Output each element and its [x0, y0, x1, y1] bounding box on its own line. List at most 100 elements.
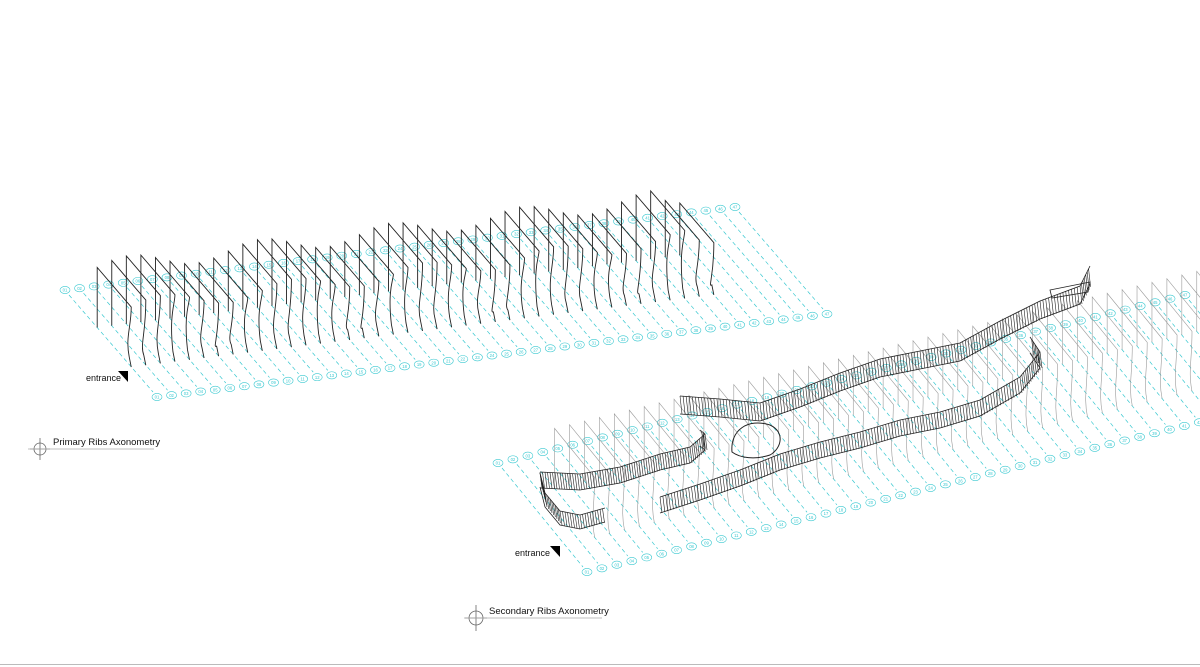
secondary-grid-bubble: 16	[805, 513, 817, 522]
secondary-mid-band	[965, 404, 969, 421]
svg-text:09: 09	[615, 431, 620, 436]
secondary-grid-line	[501, 467, 584, 568]
secondary-upper-band	[597, 470, 600, 487]
secondary-upper-band	[567, 473, 570, 490]
secondary-upper-band	[674, 450, 678, 467]
secondary-grid-bubble: 32	[1044, 454, 1056, 463]
secondary-top-band	[989, 326, 992, 345]
primary-rib	[431, 227, 467, 326]
secondary-grid-line	[636, 434, 718, 535]
secondary-top-band	[893, 356, 897, 375]
secondary-lower-band	[562, 511, 565, 526]
svg-text:19: 19	[325, 255, 330, 260]
svg-text:44: 44	[1138, 304, 1143, 309]
svg-text:08: 08	[600, 435, 605, 440]
secondary-top-band	[1056, 294, 1060, 313]
primary-rib	[140, 253, 176, 362]
secondary-grid-bubble: 13	[671, 415, 683, 424]
primary-grid-bubble: 30	[574, 340, 585, 349]
svg-text:21: 21	[883, 497, 888, 502]
secondary-mid-band	[928, 414, 931, 431]
svg-text:01: 01	[63, 288, 68, 293]
primary-rib	[490, 217, 525, 319]
secondary-mid-band	[1001, 387, 1004, 404]
primary-grid-bubble: 38	[690, 326, 702, 335]
secondary-grid-bubble: 03	[611, 560, 623, 569]
page-bottom-rule	[0, 664, 1200, 665]
secondary-grid-line	[1054, 332, 1136, 433]
secondary-top-band	[899, 354, 903, 374]
primary-rib	[213, 256, 249, 353]
secondary-top-band	[931, 348, 934, 367]
svg-text:25: 25	[412, 244, 417, 249]
svg-text:03: 03	[526, 453, 531, 458]
secondary-mid-band	[916, 416, 920, 433]
secondary-grid-bubble: 02	[507, 455, 519, 464]
secondary-grid-bubble: 27	[970, 473, 981, 481]
secondary-upper-band	[579, 473, 583, 491]
secondary-top-band	[848, 369, 851, 389]
primary-grid-bubble: 14	[341, 369, 352, 378]
secondary-mid-band	[756, 463, 760, 480]
secondary-top-band	[891, 356, 894, 375]
primary-grid-bubble: 43	[763, 317, 775, 326]
secondary-grid-line	[1039, 336, 1121, 436]
primary-rib	[155, 256, 190, 360]
secondary-top-band	[1021, 310, 1024, 329]
secondary-top-band	[879, 358, 883, 378]
secondary-grid-bubble: 29	[999, 465, 1011, 474]
secondary-mid-band	[1039, 351, 1043, 369]
secondary-mid-band	[976, 400, 980, 417]
secondary-mid-band	[802, 447, 806, 464]
svg-text:31: 31	[500, 233, 505, 238]
primary-grid-bubble: 11	[297, 375, 308, 383]
secondary-mid-band	[693, 485, 697, 502]
secondary-top-band	[822, 379, 826, 398]
secondary-grid-line	[621, 438, 703, 539]
secondary-mid-band	[859, 431, 863, 449]
secondary-mid-band	[765, 459, 769, 476]
svg-text:21: 21	[446, 359, 451, 364]
primary-grid-bubble: 07	[147, 275, 158, 284]
primary-grid-bubble: 17	[292, 257, 304, 266]
primary-title: Primary Ribs Axonometry	[53, 437, 161, 448]
secondary-top-band	[768, 399, 771, 419]
secondary-grid-line	[1173, 303, 1200, 336]
secondary-top-band	[732, 400, 735, 419]
secondary-top-band	[1076, 287, 1080, 306]
primary-grid-line	[214, 276, 299, 375]
secondary-top-band	[1007, 316, 1011, 336]
secondary-mid-band	[782, 453, 786, 470]
secondary-upper-band	[691, 445, 695, 462]
svg-text:29: 29	[1003, 467, 1008, 472]
secondary-top-band	[965, 340, 968, 359]
secondary-upper-band	[650, 457, 653, 474]
secondary-mid-band	[833, 438, 837, 455]
primary-rib	[460, 228, 496, 323]
secondary-mid-band	[919, 415, 923, 433]
svg-text:13: 13	[675, 417, 680, 422]
primary-rib	[271, 237, 307, 346]
svg-text:06: 06	[135, 279, 140, 284]
secondary-grid-line	[561, 453, 644, 553]
secondary-upper-band-edge	[539, 429, 706, 475]
secondary-upper-band	[664, 452, 668, 469]
secondary-grid-line	[1114, 318, 1196, 418]
secondary-top-band	[922, 350, 926, 369]
secondary-grid-bubble: 23	[910, 487, 921, 496]
secondary-rib	[897, 343, 939, 454]
secondary-grid-bubble: 35	[1089, 443, 1101, 452]
secondary-mid-band	[722, 475, 726, 493]
svg-text:02: 02	[169, 393, 174, 398]
svg-text:41: 41	[1182, 424, 1187, 429]
secondary-mid-band	[905, 418, 909, 435]
secondary-grid-bubble: 37	[1030, 327, 1041, 336]
secondary-upper-band	[638, 460, 642, 477]
secondary-top-band	[842, 371, 846, 391]
secondary-upper-band	[624, 465, 628, 482]
secondary-top-band	[1051, 296, 1054, 315]
svg-text:08: 08	[165, 275, 170, 280]
secondary-top-band	[981, 331, 984, 350]
svg-text:10: 10	[286, 378, 291, 383]
secondary-grid-line	[1069, 328, 1151, 429]
